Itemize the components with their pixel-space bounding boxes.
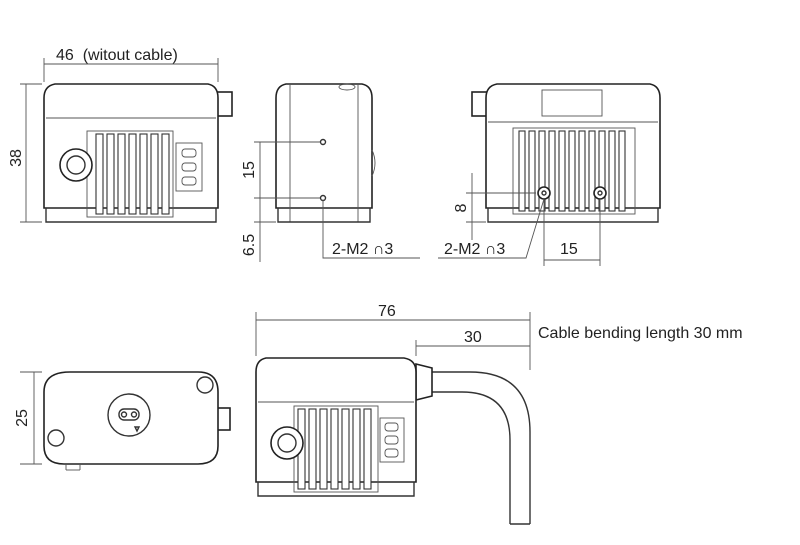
dim-38-label: 38 <box>8 149 25 167</box>
dim-side-15-label: 15 <box>241 161 258 179</box>
dim-25-label: 25 <box>14 409 31 427</box>
dim-side-65-label: 6.5 <box>241 234 258 256</box>
cable-strain-relief <box>415 362 433 402</box>
back-view: 8 2-M2 ∩3 15 <box>438 83 661 266</box>
cable-bending-note: Cable bending length 30 mm <box>538 325 743 342</box>
side-screw-label: 2-M2 ∩3 <box>332 241 393 258</box>
cable-view-lens-outer <box>270 426 304 460</box>
cable-view-fins <box>297 408 372 490</box>
front-foot <box>45 208 217 223</box>
dim-back-8-label: 8 <box>453 203 470 212</box>
front-lens-outer <box>59 148 93 182</box>
side-foot <box>277 208 371 223</box>
side-hole-1 <box>319 138 327 146</box>
cable-view-led-window <box>379 417 405 463</box>
side-screw-leader <box>322 200 420 259</box>
cable-view: 76 30 Cable bending length 30 mm <box>255 303 743 525</box>
bottom-corner-hole-1 <box>196 376 214 394</box>
front-fins <box>95 133 170 215</box>
back-hole-1 <box>537 186 551 200</box>
bottom-connector-socket <box>107 393 151 437</box>
back-screw-label: 2-M2 ∩3 <box>444 241 505 258</box>
bottom-corner-hole-2 <box>47 429 65 447</box>
cable-view-foot <box>257 482 415 497</box>
front-view: 46 (witout cable) 38 <box>8 47 233 223</box>
cable-view-lens-inner <box>277 433 297 453</box>
dim-46-label: 46 (witout cable) <box>56 47 178 64</box>
dim-30-label: 30 <box>464 329 482 346</box>
back-label-window <box>541 89 603 117</box>
back-hole-2 <box>593 186 607 200</box>
dim-back-15-label: 15 <box>560 241 578 258</box>
front-lens-inner <box>66 155 86 175</box>
back-foot <box>487 208 659 223</box>
back-fins <box>518 130 626 212</box>
side-view: 15 6.5 2-M2 ∩3 <box>241 83 420 262</box>
bottom-housing <box>43 371 219 465</box>
front-led-window <box>175 142 203 192</box>
dim-76-label: 76 <box>378 303 396 320</box>
side-housing <box>275 83 373 209</box>
back-fin-block <box>512 127 636 215</box>
cable-inner-edge <box>432 391 511 524</box>
cable-outer-edge <box>432 371 531 524</box>
bottom-view: 25 <box>14 371 231 471</box>
back-screw-leader <box>438 198 545 259</box>
